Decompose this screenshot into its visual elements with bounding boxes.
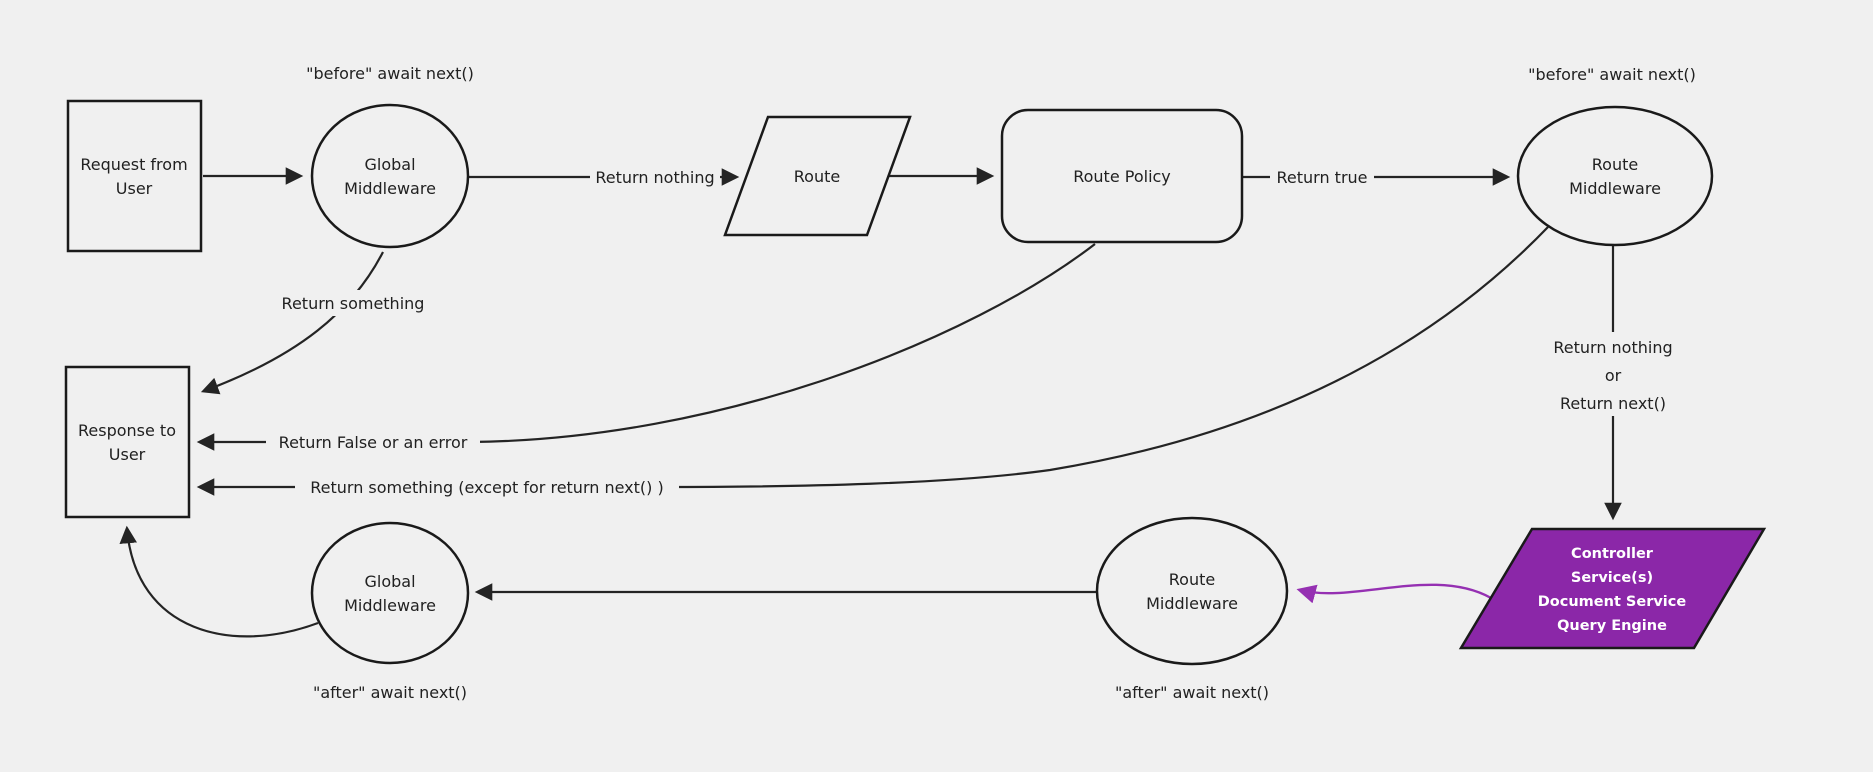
- route-mw-bottom-label-line2: Middleware: [1146, 594, 1238, 613]
- node-route-middleware-bottom: Route Middleware: [1095, 516, 1289, 666]
- return-false-label: Return False or an error: [279, 433, 468, 452]
- annotations: "before" await next() "before" await nex…: [306, 64, 1696, 702]
- edge-labels: Return nothing Return true Return someth…: [266, 164, 1683, 500]
- edge-route-mw-to-response: [196, 226, 1549, 496]
- response-box: [64, 365, 191, 519]
- route-mw-top-label-line1: Route: [1592, 155, 1638, 174]
- route-policy-box: [1000, 108, 1244, 244]
- node-controller-services: Controller Service(s) Document Service Q…: [1458, 527, 1767, 650]
- route-mw-bottom-label-line1: Route: [1169, 570, 1215, 589]
- edge-global-mw-bottom-to-response: [119, 525, 319, 638]
- return-true-label-bg: [1270, 164, 1374, 190]
- route-label: Route: [794, 167, 840, 186]
- response-label-line2: User: [109, 445, 146, 464]
- route-policy-label: Route Policy: [1073, 167, 1171, 186]
- return-nothing-or-next-label-bg: [1543, 332, 1683, 416]
- node-global-middleware-bottom: Global Middleware: [310, 521, 470, 665]
- return-nothing-label-bg: [590, 164, 720, 190]
- node-global-middleware-top: Global Middleware: [310, 103, 470, 249]
- controller-parallelogram: [1458, 527, 1767, 650]
- return-something-except-label-bg: [295, 474, 679, 500]
- return-something-label: Return something: [282, 294, 425, 313]
- after-await-route-annotation: "after" await next(): [1115, 683, 1269, 702]
- route-mw-bottom-ellipse: [1095, 516, 1289, 666]
- node-route-middleware-top: Route Middleware: [1516, 105, 1714, 247]
- edge-route-policy-to-response: [196, 243, 1096, 451]
- global-mw-bottom-ellipse: [310, 521, 470, 665]
- edge-global-mw-to-response: [200, 251, 384, 395]
- route-mw-top-ellipse: [1516, 105, 1714, 247]
- request-label-line2: User: [116, 179, 153, 198]
- return-something-label-bg: [280, 290, 426, 316]
- node-route: Route: [723, 115, 912, 237]
- controller-label-line1: Controller: [1571, 546, 1654, 562]
- return-something-except-label: Return something (except for return next…: [310, 478, 663, 497]
- global-mw-top-ellipse: [310, 103, 470, 249]
- global-mw-top-label-line2: Middleware: [344, 179, 436, 198]
- global-mw-bottom-label-line1: Global: [364, 572, 415, 591]
- return-nothing-or-next-line1: Return nothing: [1553, 338, 1672, 357]
- return-nothing-label: Return nothing: [595, 168, 714, 187]
- route-parallelogram: [723, 115, 912, 237]
- route-mw-top-label-line2: Middleware: [1569, 179, 1661, 198]
- edges: [119, 167, 1622, 638]
- return-false-label-bg: [266, 429, 480, 455]
- controller-label-line2: Service(s): [1571, 570, 1653, 586]
- response-label-line1: Response to: [78, 421, 176, 440]
- edge-controller-to-route-mw-bottom: [1296, 583, 1492, 604]
- request-box: [66, 99, 203, 253]
- return-nothing-or-next-line2: or: [1605, 366, 1622, 385]
- global-mw-bottom-label-line2: Middleware: [344, 596, 436, 615]
- after-await-global-annotation: "after" await next(): [313, 683, 467, 702]
- global-mw-top-label-line1: Global: [364, 155, 415, 174]
- node-request-from-user: Request from User: [66, 99, 203, 253]
- return-nothing-or-next-line3: Return next(): [1560, 394, 1666, 413]
- controller-label-line3: Document Service: [1538, 594, 1687, 610]
- request-label-line1: Request from: [80, 155, 187, 174]
- return-true-label: Return true: [1276, 168, 1367, 187]
- before-await-route-annotation: "before" await next(): [1528, 65, 1696, 84]
- node-response-to-user: Response to User: [64, 365, 191, 519]
- controller-label-line4: Query Engine: [1557, 618, 1667, 634]
- before-await-global-annotation: "before" await next(): [306, 64, 474, 83]
- node-route-policy: Route Policy: [1000, 108, 1244, 244]
